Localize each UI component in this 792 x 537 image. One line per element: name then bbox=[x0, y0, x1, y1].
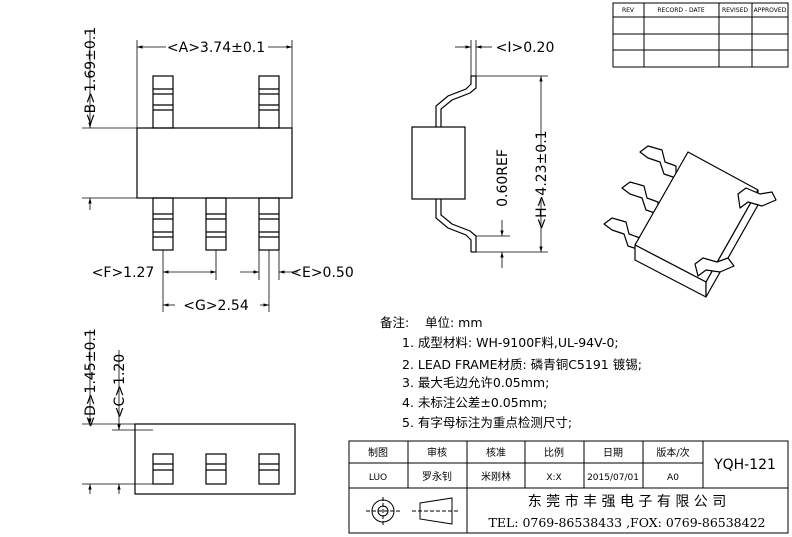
note-2: 2. LEAD FRAME材质: 磷青铜C5191 镀锡; bbox=[402, 357, 642, 372]
hdr-date: 日期 bbox=[603, 447, 623, 459]
title-block bbox=[348, 440, 789, 534]
val-date: 2015/07/01 bbox=[587, 473, 639, 483]
dim-b-lines bbox=[82, 30, 137, 210]
record-date-header: RECORD - DATE bbox=[657, 7, 704, 14]
dim-h-label: <H>4.23±0.1 bbox=[534, 130, 550, 229]
dim-h-lines bbox=[476, 75, 548, 253]
hdr-scale: 比例 bbox=[544, 446, 564, 459]
side-view bbox=[411, 75, 477, 253]
dim-dc-lines bbox=[82, 330, 153, 494]
dim-c-label: <C>1.20 bbox=[112, 354, 128, 418]
val-checked: 罗永钊 bbox=[422, 470, 452, 483]
rev-header: REV bbox=[622, 7, 635, 14]
dim-i-lines bbox=[455, 40, 492, 76]
dim-g-label: <G>2.54 bbox=[183, 298, 249, 314]
dim-f-label: <F>1.27 bbox=[92, 265, 155, 281]
hdr-version: 版本/次 bbox=[656, 446, 689, 459]
revised-header: REVISED bbox=[722, 7, 748, 14]
dim-a-lines bbox=[136, 40, 293, 128]
dim-ref-label: 0.60REF bbox=[495, 149, 511, 207]
lead-bottom-left bbox=[152, 197, 174, 251]
hdr-approved: 核准 bbox=[486, 446, 506, 459]
note-5: 5. 有字母标注为重点检测尺寸; bbox=[402, 415, 572, 430]
revision-block bbox=[612, 2, 789, 68]
body-outline bbox=[136, 127, 293, 199]
notes-unit: 单位: mm bbox=[425, 315, 483, 330]
dim-ref-lines bbox=[476, 220, 510, 268]
dim-b-label: <B>1.69±0.1 bbox=[83, 27, 99, 125]
iso-view bbox=[603, 145, 777, 298]
note-4: 4. 未标注公差±0.05mm; bbox=[402, 395, 547, 410]
hdr-drawn: 制图 bbox=[368, 446, 388, 459]
side-body bbox=[411, 126, 466, 200]
approved-header: APPROVED bbox=[754, 7, 787, 14]
note-1: 1. 成型材料: WH-9100F料,UL-94V-0; bbox=[402, 335, 619, 350]
top-view bbox=[136, 75, 293, 251]
hdr-checked: 审核 bbox=[427, 446, 447, 459]
val-drawn: LUO bbox=[369, 473, 387, 483]
drawing-number: YQH-121 bbox=[713, 457, 776, 473]
end-view bbox=[134, 423, 296, 495]
val-approved: 米刚林 bbox=[481, 470, 511, 483]
company-contact: TEL: 0769-86538433 ,FOX: 0769-86538422 bbox=[489, 515, 766, 530]
lead-top-right bbox=[258, 75, 280, 129]
dim-e-label: <E>0.50 bbox=[290, 265, 353, 281]
projection-symbol-icon bbox=[366, 497, 460, 525]
company-name: 东 莞 市 丰 强 电 子 有 限 公 司 bbox=[528, 493, 727, 510]
lead-bottom-right bbox=[258, 197, 280, 251]
notes-label: 备注: bbox=[380, 315, 409, 330]
lead-bottom-mid bbox=[205, 197, 227, 251]
dim-d-label: <D>1.45±0.1 bbox=[83, 328, 99, 427]
val-version: A0 bbox=[667, 473, 679, 483]
val-scale: X:X bbox=[546, 473, 561, 483]
dim-i-label: <I>0.20 bbox=[496, 40, 555, 56]
dim-a-label: <A>3.74±0.1 bbox=[167, 40, 265, 56]
end-lead-3 bbox=[258, 453, 280, 485]
end-lead-1 bbox=[152, 453, 174, 485]
end-lead-2 bbox=[205, 453, 227, 485]
lead-top-left bbox=[152, 75, 174, 129]
dim-feg-lines bbox=[162, 250, 298, 312]
note-3: 3. 最大毛边允许0.05mm; bbox=[402, 375, 549, 390]
